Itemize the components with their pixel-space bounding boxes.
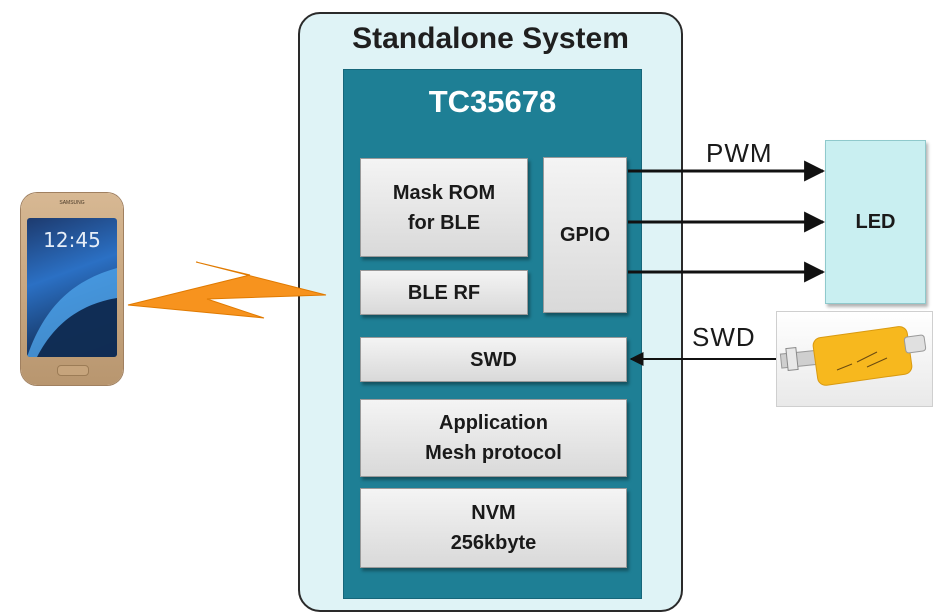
pwm-label: PWM [706,138,773,168]
application-block: Application Mesh protocol [360,399,627,477]
phone-brand: SAMSUNG [59,200,85,206]
led-block: LED [825,140,926,304]
gpio-block: GPIO [543,157,627,313]
mask-rom-block: Mask ROM for BLE [360,158,528,257]
swd-block: SWD [360,337,627,382]
lightning-bolt-icon [127,261,327,319]
usb-debug-probe-icon [776,311,933,407]
phone-home-button [57,365,89,376]
phone-screen [27,218,117,357]
nvm-block: NVM 256kbyte [360,488,627,568]
phone-wallpaper [27,268,117,357]
ble-rf-block: BLE RF [360,270,528,315]
system-title: Standalone System [352,22,629,55]
debug-probe-drawing [779,326,927,386]
chip-title: TC35678 [428,84,557,119]
phone-clock: 12:45 [43,228,101,252]
swd-signal-label: SWD [692,322,756,352]
